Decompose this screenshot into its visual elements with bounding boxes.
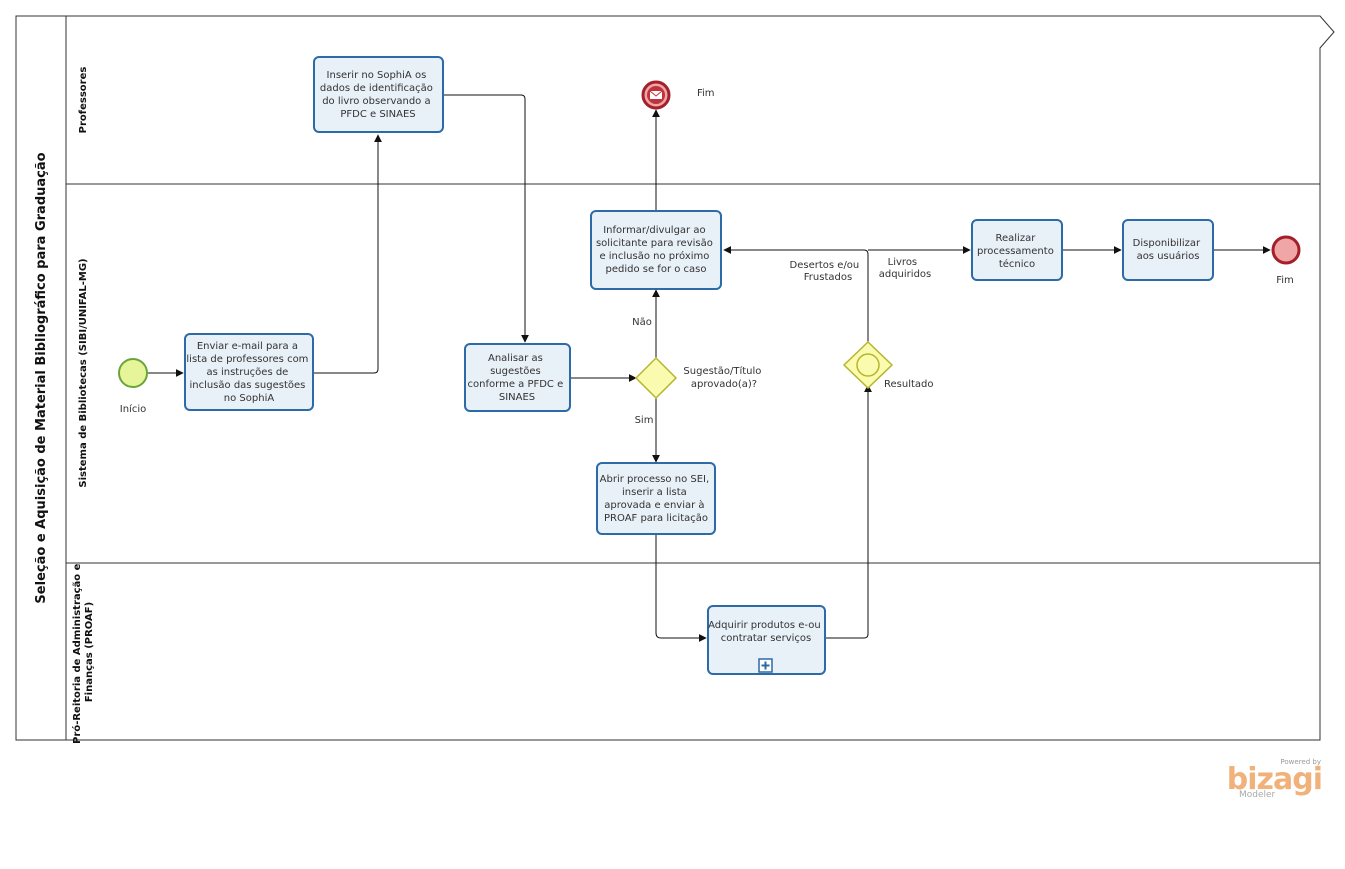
flow-enviar-to-inserir [313, 134, 382, 374]
lanes: Professores Sistema de Bibliotecas (SIBI… [65, 16, 1320, 744]
pool-title: Seleção e Aquisição de Material Bibliogr… [34, 152, 49, 603]
bizagi-logo-text: bizagi [1227, 762, 1322, 797]
svg-text:Abrir processo no SEI, i: Abrir processo no SEI, inserir a lista a… [600, 474, 713, 524]
subprocess-adquirir[interactable]: Adquirir produtos e-ou contratar serviço… [707, 605, 826, 675]
bizagi-logo: Powered by bizagi Modeler [1227, 758, 1323, 800]
svg-text:Inserir no SophiA os dad: Inserir no SophiA os dados de identifica… [320, 70, 436, 120]
lane-proaf-label: Pró-Reitoria de Administração e Finanças… [71, 560, 95, 744]
svg-text:Informar/divulgar ao sol: Informar/divulgar ao solicitante para re… [596, 225, 716, 275]
flow-label-sim: Sim [635, 415, 654, 426]
gateway-sugestao-label: Sugestão/Título aprovado(a)? [683, 365, 764, 390]
sequence-flows [148, 94, 1271, 642]
end-event-message-label: Fim [697, 88, 715, 99]
end-event-message[interactable] [641, 80, 671, 110]
lane-sibi-label: Sistema de Bibliotecas (SIBI/UNIFAL-MG) [78, 258, 89, 487]
lane-professores-label: Professores [78, 67, 89, 134]
gateway-sugestao[interactable] [634, 356, 678, 400]
end-event-final-label: Fim [1276, 275, 1294, 286]
powered-by-text: Powered by [1280, 758, 1321, 766]
start-event-label: Início [120, 403, 146, 415]
svg-text:Adquirir produtos e-ou c: Adquirir produtos e-ou contratar serviço… [708, 620, 824, 644]
flow-label-livros: Livros adquiridos [879, 257, 932, 280]
task-inserir-sophia[interactable]: Inserir no SophiA os dados de identifica… [313, 56, 444, 133]
task-disponibilizar[interactable]: Disponibilizar aos usuários [1122, 219, 1214, 281]
expand-plus-icon[interactable] [758, 658, 773, 673]
flow-label-desertos: Desertos e/ou Frustados [790, 260, 863, 283]
modeler-text: Modeler [1239, 790, 1276, 800]
svg-text:Realizar processamento: Realizar processamento técnico [977, 233, 1057, 270]
flow-abrir-to-adquirir [655, 535, 707, 642]
svg-text:Enviar e-mail para a lis: Enviar e-mail para a lista de professore… [186, 341, 311, 404]
task-informar[interactable]: Informar/divulgar ao solicitante para re… [590, 210, 722, 290]
task-abrir-processo[interactable]: Abrir processo no SEI, inserir a lista a… [596, 462, 716, 535]
flow-adquirir-to-resultado [825, 384, 872, 639]
end-event-final[interactable] [1271, 235, 1301, 265]
svg-text:Disponibilizar aos usuár: Disponibilizar aos usuários [1133, 238, 1204, 262]
task-analisar[interactable]: Analisar as sugestões conforme a PFDC e … [464, 343, 571, 412]
flow-inserir-to-analisar [443, 94, 529, 343]
gateway-resultado-label: Resultado [884, 379, 934, 390]
svg-text:Analisar as sugestões: Analisar as sugestões conforme a PFDC e … [468, 353, 567, 403]
envelope-icon [649, 90, 663, 99]
start-event[interactable] [118, 358, 148, 388]
flow-label-nao: Não [632, 317, 652, 328]
task-enviar-email[interactable]: Enviar e-mail para a lista de professore… [184, 333, 314, 411]
flow-resultado-desertos [723, 246, 869, 345]
gateway-resultado[interactable] [842, 340, 894, 390]
task-realizar[interactable]: Realizar processamento técnico [971, 219, 1063, 281]
